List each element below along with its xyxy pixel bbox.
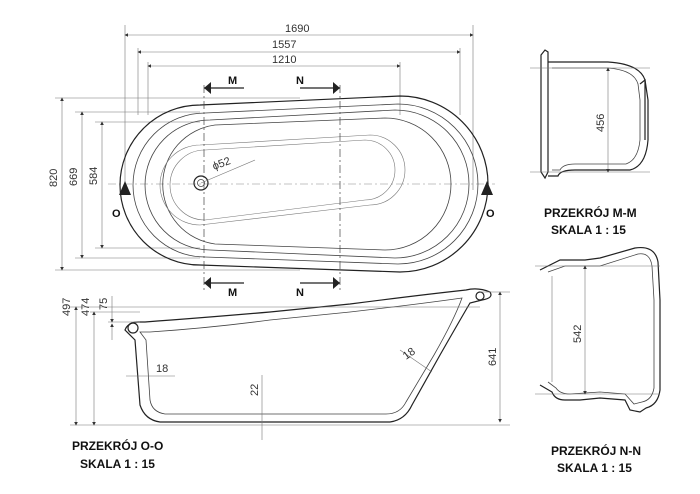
drain-icon — [193, 175, 209, 191]
dim-basin-length: 1210 — [272, 54, 296, 66]
tub-outer-outline — [119, 95, 489, 273]
section-nn-title: PRZEKRÓJ N-N — [551, 443, 641, 458]
tub-side-outline — [124, 288, 492, 423]
dim-oo-rim-offset: 75 — [98, 298, 110, 310]
dim-oo-wall-left: 18 — [156, 363, 168, 375]
section-mm-scale: SKALA 1 : 15 — [551, 223, 626, 237]
dim-overall-length: 1690 — [285, 23, 309, 35]
section-marker-n-top: N — [296, 75, 304, 87]
dim-overall-width: 820 — [48, 169, 60, 187]
section-oo-scale: SKALA 1 : 15 — [80, 457, 155, 471]
dim-oo-total-height: 497 — [61, 298, 73, 316]
dim-drain-diameter: ϕ52 — [211, 155, 232, 173]
dim-oo-right-height: 641 — [487, 348, 499, 366]
top-view: 1690 1557 1210 820 669 584 ϕ52 — [48, 23, 495, 299]
dim-oo-rim-height: 474 — [80, 298, 92, 316]
dim-inner-width: 669 — [68, 168, 80, 186]
section-mm-title: PRZEKRÓJ M-M — [544, 205, 637, 220]
dim-mm-height: 456 — [595, 114, 607, 132]
section-mm: 456 PRZEKRÓJ M-M SKALA 1 : 15 — [530, 49, 650, 237]
section-marker-m-top: M — [228, 75, 237, 87]
dim-basin-width: 584 — [88, 167, 100, 185]
section-marker-o-right: O — [486, 208, 495, 220]
dim-nn-height: 542 — [572, 325, 584, 343]
section-marker-n-bottom: N — [296, 287, 304, 299]
section-marker-o-left: O — [112, 208, 121, 220]
section-marker-m-bottom: M — [228, 287, 237, 299]
section-nn-scale: SKALA 1 : 15 — [557, 461, 632, 475]
dim-oo-wall-right: 18 — [401, 346, 418, 363]
dim-oo-bottom-thickness: 22 — [249, 384, 261, 396]
section-oo-title: PRZEKRÓJ O-O — [72, 438, 163, 453]
dim-inner-length: 1557 — [272, 39, 296, 51]
section-oo: 497 474 75 641 18 18 22 PRZEKRÓJ O-O SKA… — [61, 288, 510, 471]
section-nn: 542 PRZEKRÓJ N-N SKALA 1 : 15 — [535, 246, 661, 475]
